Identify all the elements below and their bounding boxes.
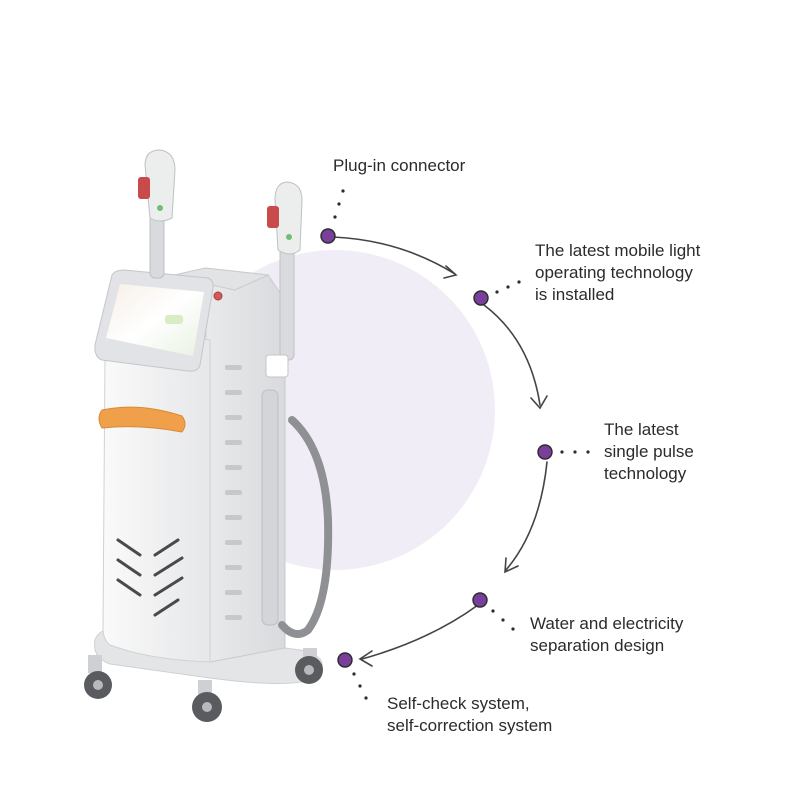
arrow-2: [483, 304, 541, 406]
ipl-machine: [84, 149, 333, 722]
plug-socket: [213, 291, 223, 301]
label-line: is installed: [535, 285, 615, 304]
label-mobile-light: The latest mobile light operating techno…: [535, 240, 700, 306]
dotted-leaders: [333, 189, 590, 700]
marker-mobile-light: [473, 290, 489, 306]
arrow-1-head: [443, 265, 458, 279]
front-vents: [116, 538, 184, 617]
arrow-3: [505, 461, 548, 571]
marker-single-pulse: [537, 444, 553, 460]
touch-screen: [94, 269, 214, 372]
arrow-1: [332, 236, 456, 275]
label-line: Water and electricity: [530, 614, 684, 633]
label-line: technology: [604, 464, 687, 483]
right-handpiece: [265, 181, 333, 638]
label-line: separation design: [530, 636, 665, 655]
feature-arrows: [332, 236, 548, 667]
arrow-4: [361, 604, 479, 660]
label-line: The latest: [604, 420, 679, 439]
label-line: operating technology: [535, 263, 693, 282]
side-vents: [225, 365, 242, 620]
marker-plug-in: [320, 228, 336, 244]
arrow-3-head: [504, 557, 519, 574]
arrow-2-head: [530, 395, 548, 410]
caster-wheels: [84, 648, 323, 722]
label-line: The latest mobile light: [535, 241, 701, 260]
marker-water-electric: [472, 592, 488, 608]
left-handpiece: [138, 149, 176, 279]
rear-grille: [261, 389, 279, 626]
feature-markers: [320, 228, 553, 668]
label-line: self-correction system: [387, 716, 553, 735]
label-line: Self-check system,: [387, 694, 530, 713]
label-plug-in-connector: Plug-in connector: [333, 155, 465, 177]
marker-self-check: [337, 652, 353, 668]
label-line: single pulse: [604, 442, 694, 461]
arrow-4-head: [358, 650, 373, 667]
label-water-electric: Water and electricity separation design: [530, 613, 683, 657]
label-self-check: Self-check system, self-correction syste…: [387, 693, 552, 737]
orange-handle: [98, 406, 186, 433]
label-single-pulse: The latest single pulse technology: [604, 419, 694, 485]
handpiece-cable: [278, 416, 333, 638]
label-line: Plug-in connector: [333, 156, 466, 175]
